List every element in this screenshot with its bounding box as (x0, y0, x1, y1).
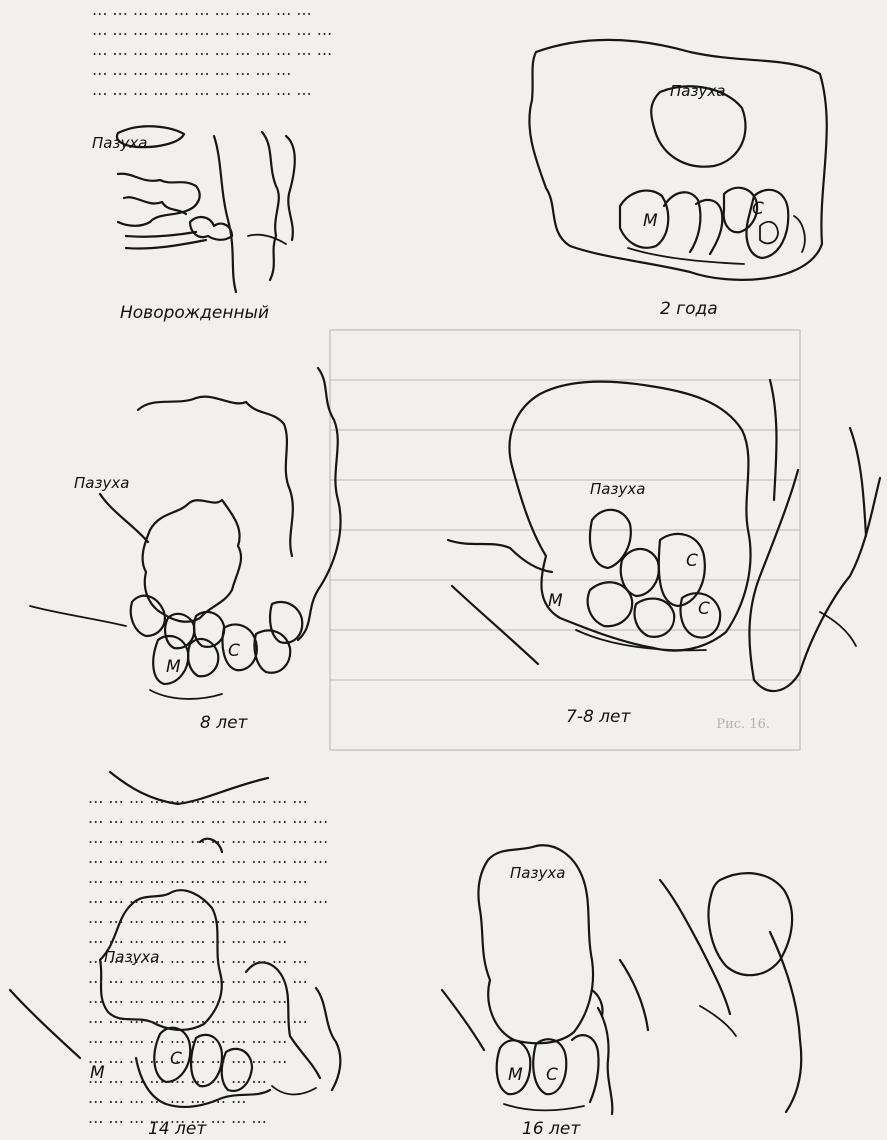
text-line: … … … … … … … … … … … … (0, 808, 887, 828)
text-line: … … … … … … … … … … (0, 1028, 887, 1048)
sinus-label: Пазуха (92, 134, 147, 152)
text-line: … … … … … … … … … … … (0, 788, 887, 808)
tooth-label-c: С (752, 199, 764, 219)
tooth-label-m: М (548, 591, 563, 611)
text-line: … … … … … … … … … … (0, 988, 887, 1008)
text-line: … … … … … … … … … (0, 1068, 887, 1088)
panel-caption: Новорожденный (120, 303, 269, 323)
text-line: … … … … … … … … … … … … (0, 848, 887, 868)
tooth-label-c-lower: С (698, 599, 710, 619)
text-line: … … … … … … … … … … … (0, 948, 887, 968)
text-line: … … … … … … … … … … … (0, 908, 887, 928)
panel-age-7-8: Пазуха М С С 7-8 лет (448, 380, 880, 727)
text-line: … … … … … … … … … … … … (0, 888, 887, 908)
sinus-label: Пазуха (74, 474, 129, 492)
bleed-through-caption: Рис. 16. (716, 717, 770, 732)
tooth-label-m: М (643, 211, 658, 231)
text-line: … … … … … … … … … … (0, 1048, 887, 1068)
text-line: … … … … … … … … … … … (0, 1008, 887, 1028)
panel-caption: 7-8 лет (566, 707, 631, 727)
bleed-through-layer: Рис. 16. (330, 330, 800, 750)
text-line: … … … … … … … … … (0, 1108, 887, 1128)
sinus-label: Пазуха (670, 82, 725, 100)
text-line: … … … … … … … … (0, 1088, 887, 1108)
sinus-label: Пазуха (590, 480, 645, 498)
text-line: … … … … … … … … … … … (0, 968, 887, 988)
panel-caption: 8 лет (200, 713, 249, 733)
panel-age-2: Пазуха М С 2 года (529, 40, 826, 319)
text-line: … … … … … … … … … … … … (0, 828, 887, 848)
panel-caption: 2 года (660, 299, 718, 319)
panel-newborn: Пазуха Новорожденный (92, 126, 295, 323)
body-text-bottom: … … … … … … … … … … … … … … … … … … … … … (0, 788, 887, 1128)
text-line: … … … … … … … … … … (0, 928, 887, 948)
tooth-label-c: С (228, 641, 240, 661)
tooth-label-c: С (686, 551, 698, 571)
tooth-label-m: М (166, 657, 181, 677)
panel-age-8: Пазуха М С 8 лет (30, 368, 341, 733)
text-line: … … … … … … … … … … … (0, 868, 887, 888)
